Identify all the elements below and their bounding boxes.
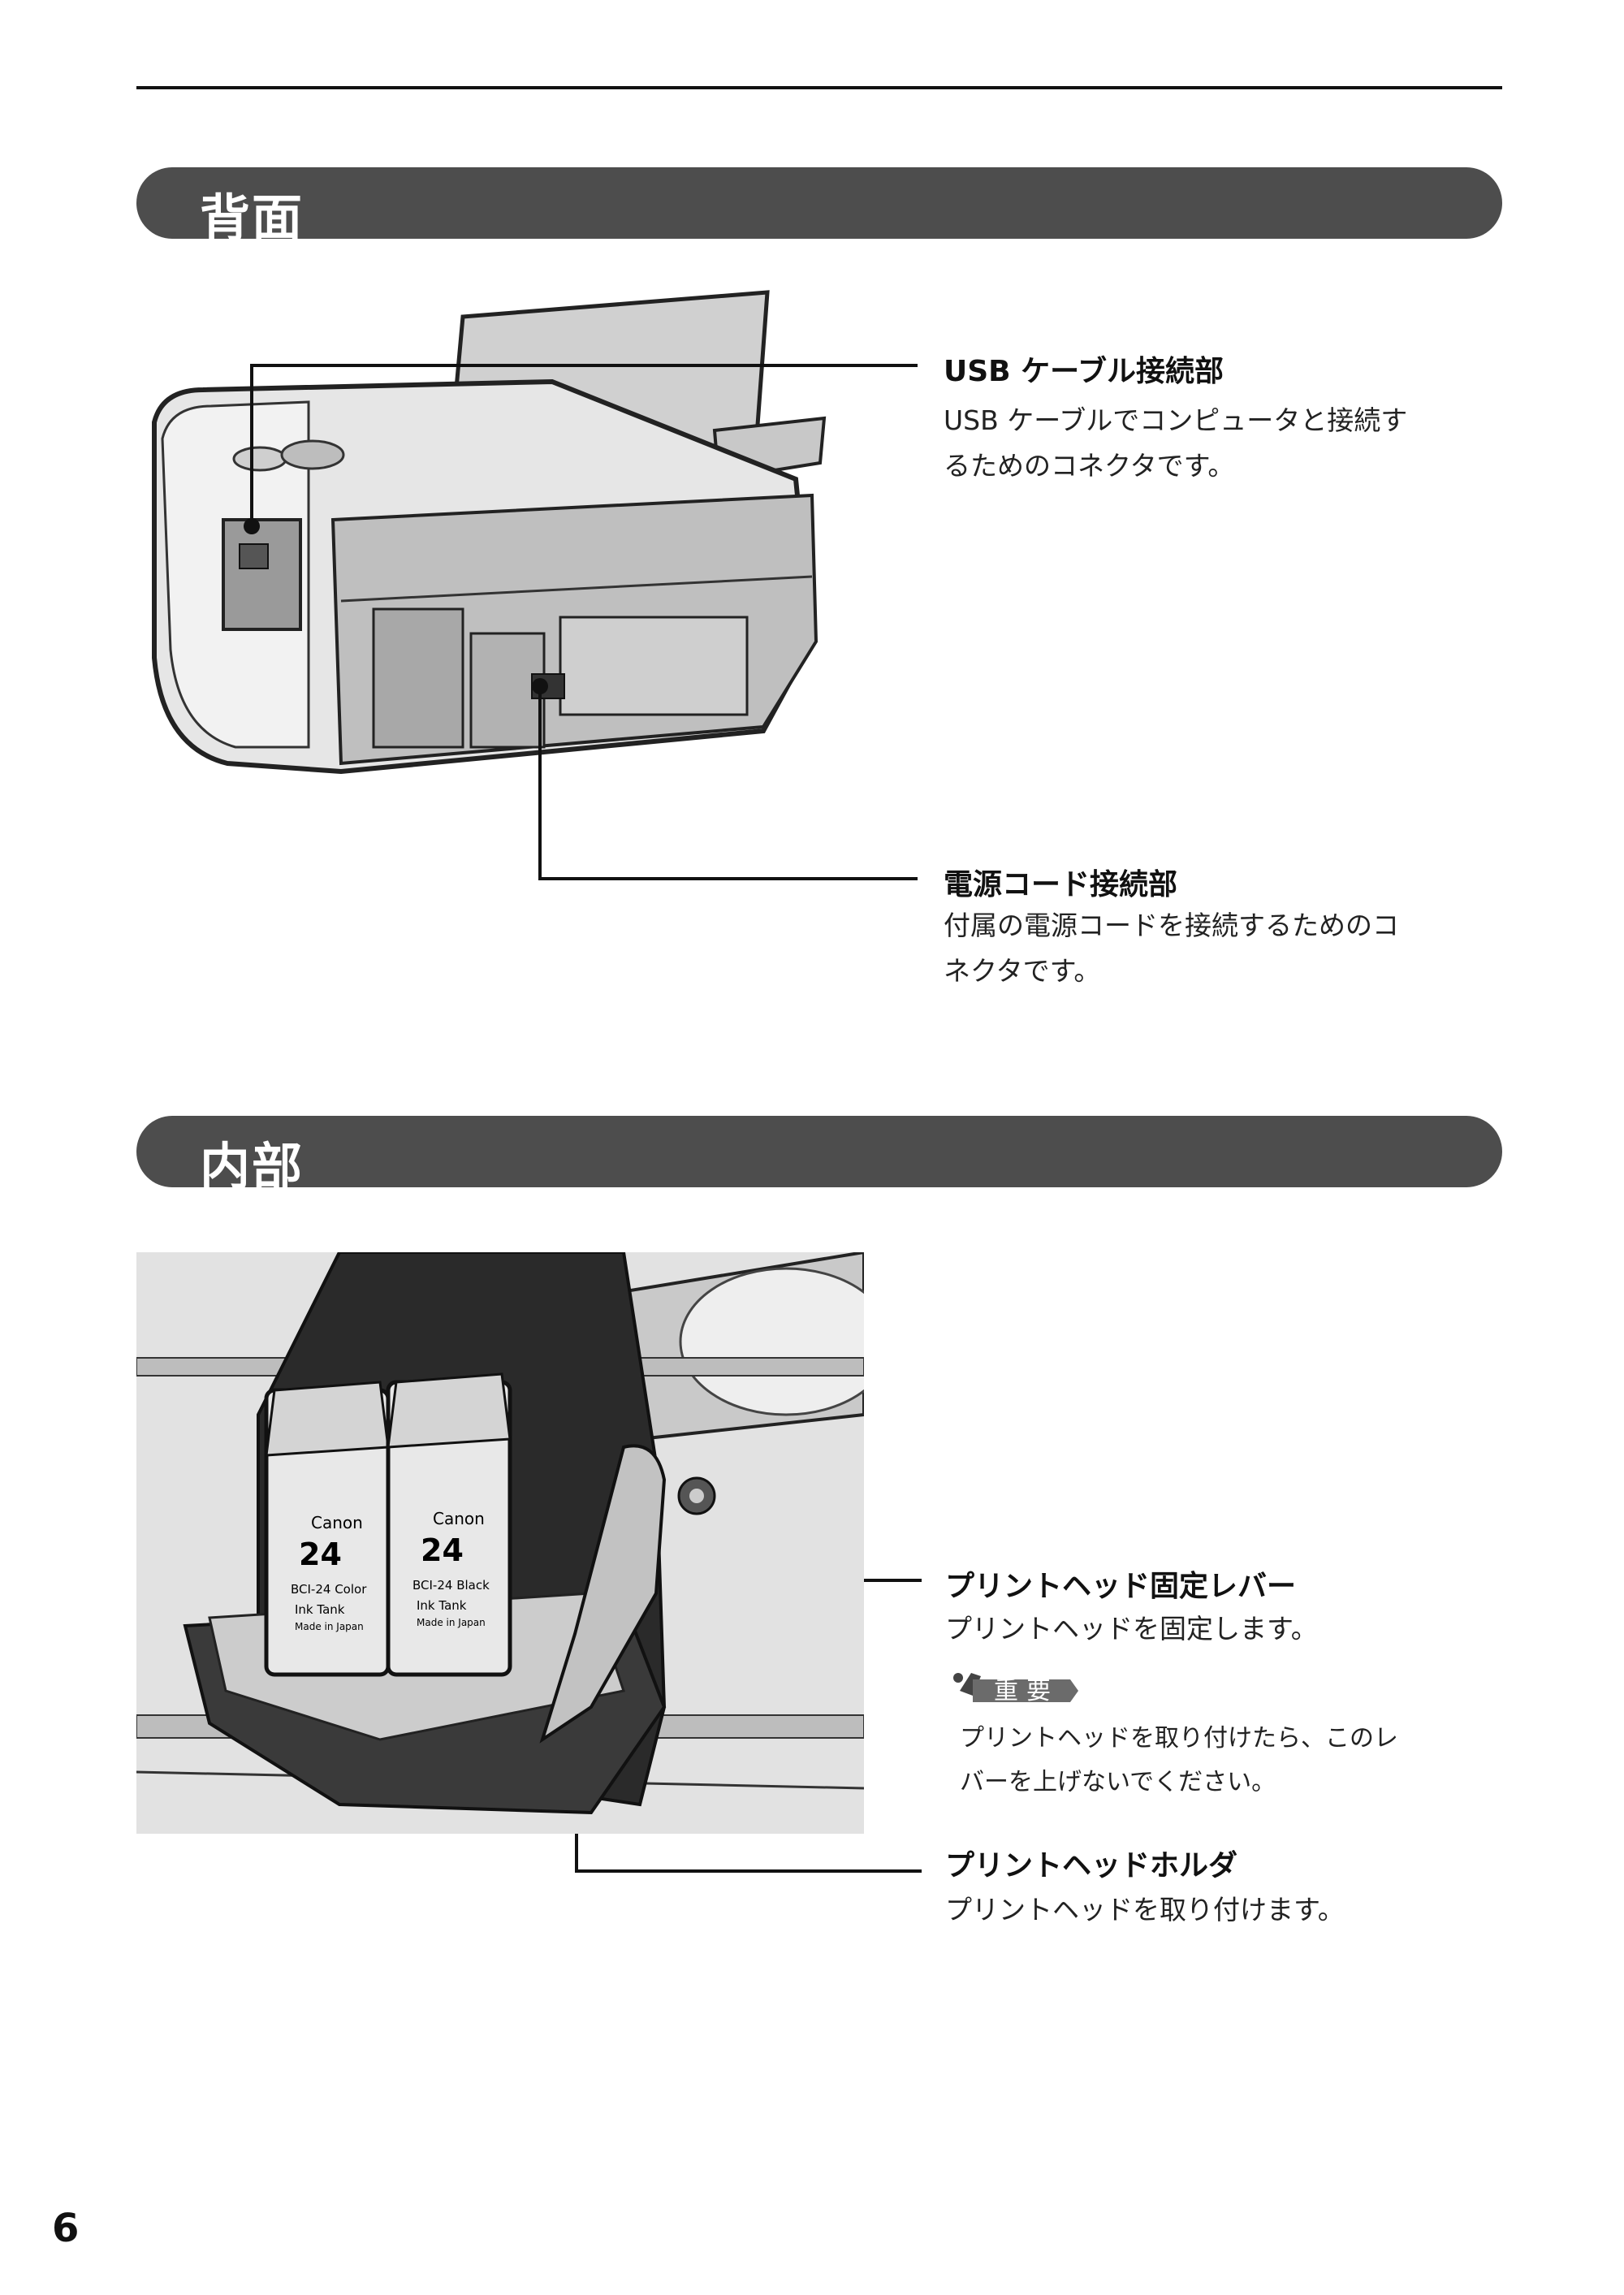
important-line1: プリントヘッドを取り付けたら、このレ [960, 1724, 1398, 1753]
color-tank-number: 24 [299, 1536, 342, 1572]
lever-description: プリントヘッドを固定します。 [945, 1613, 1318, 1645]
holder-description: プリントヘッドを取り付けます。 [945, 1894, 1345, 1925]
important-badge: 重要 [953, 1673, 1078, 1705]
power-connector-description: 付属の電源コードを接続するためのコ ネクタです。 [944, 903, 1399, 994]
usb-desc-line2: るためのコネクタです。 [944, 450, 1235, 482]
black-tank-type: Ink Tank [417, 1598, 467, 1613]
top-rule [136, 86, 1502, 89]
color-tank-brand: Canon [311, 1513, 363, 1532]
section-header-interior: 内部 [136, 1116, 1502, 1196]
printer-rear-illustration [152, 290, 827, 775]
section-heading-rear: 背面 [200, 188, 304, 248]
power-desc-line1: 付属の電源コードを接続するためのコ [944, 910, 1399, 941]
important-note: プリントヘッドを取り付けたら、このレ バーを上げないでください。 [960, 1717, 1398, 1804]
black-tank-number: 24 [421, 1532, 464, 1568]
usb-desc-line1: USB ケーブルでコンピュータと接続す [944, 404, 1408, 436]
section-heading-interior: 内部 [200, 1137, 304, 1196]
important-badge-label: 重要 [994, 1677, 1059, 1705]
section-header-rear: 背面 [136, 167, 1502, 248]
important-icon [953, 1673, 981, 1696]
holder-title: プリントヘッドホルダ [945, 1849, 1238, 1882]
page-number: 6 [52, 2206, 80, 2251]
ink-tank-black: Canon 24 BCI-24 Black Ink Tank Made in J… [386, 1372, 512, 1677]
important-line2: バーを上げないでください。 [960, 1768, 1276, 1796]
lever-title: プリントヘッド固定レバー [945, 1570, 1297, 1603]
black-tank-brand: Canon [433, 1509, 485, 1528]
color-tank-origin: Made in Japan [295, 1621, 364, 1632]
printer-interior-illustration: Canon 24 BCI-24 Color Ink Tank Made in J… [136, 1252, 864, 1834]
black-tank-origin: Made in Japan [417, 1617, 486, 1628]
usb-connector-title: USB ケーブル接続部 [944, 355, 1224, 388]
ink-tank-color: Canon 24 BCI-24 Color Ink Tank Made in J… [264, 1381, 391, 1677]
color-tank-type: Ink Tank [295, 1602, 345, 1617]
black-tank-model: BCI-24 Black [412, 1578, 490, 1593]
power-connector-title: 電源コード接続部 [944, 868, 1178, 901]
power-desc-line2: ネクタです。 [944, 955, 1101, 987]
usb-connector-description: USB ケーブルでコンピュータと接続す るためのコネクタです。 [944, 398, 1407, 489]
color-tank-model: BCI-24 Color [291, 1582, 367, 1597]
